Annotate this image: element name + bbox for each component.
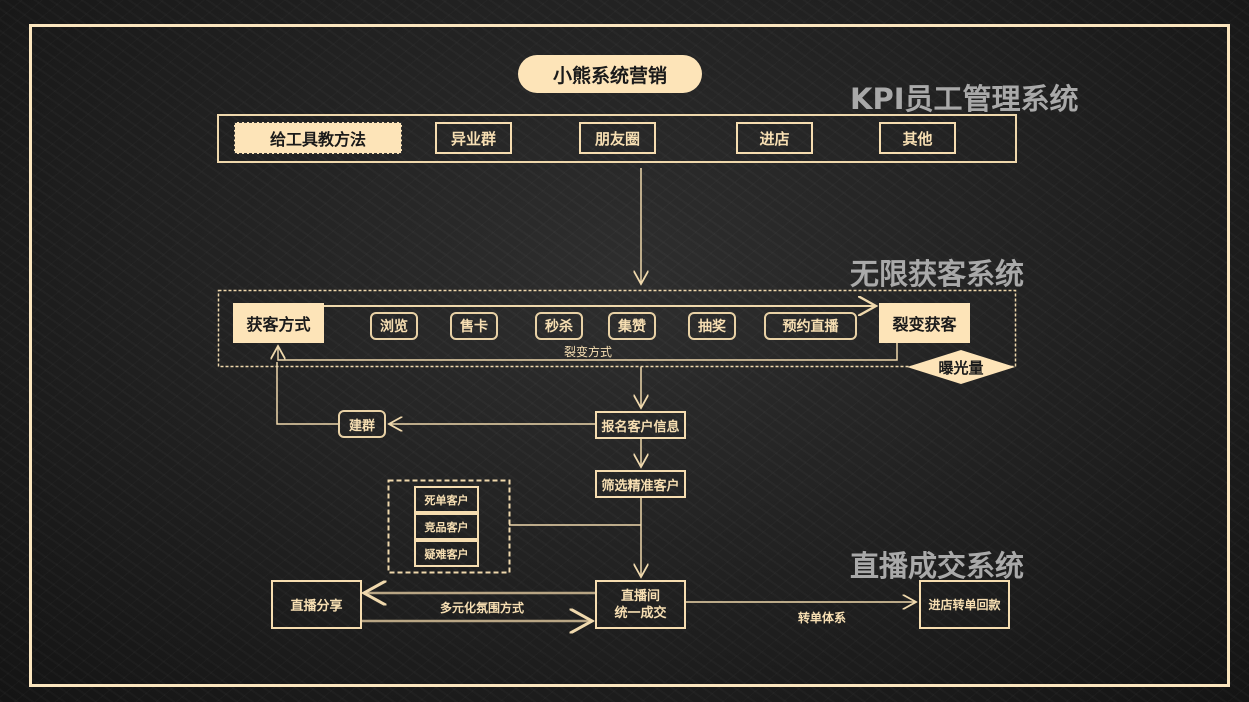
title-pill: 小熊系统营销 — [518, 55, 702, 93]
fission-label: 裂变方式 — [563, 345, 613, 359]
excluded-difficult: 疑难客户 — [414, 540, 479, 567]
tactic-live-booking: 预约直播 — [764, 312, 857, 340]
tactic-likes: 集赞 — [608, 312, 656, 340]
transfer-label: 转单体系 — [797, 611, 847, 625]
live-room-line2: 统一成交 — [614, 605, 667, 621]
live-room-line1: 直播间 — [620, 588, 660, 604]
tactic-flash-sale: 秒杀 — [535, 312, 583, 340]
signup-info: 报名客户信息 — [595, 411, 686, 439]
channel-store: 进店 — [736, 122, 813, 154]
fission-acquire: 裂变获客 — [879, 303, 970, 343]
channel-other: 其他 — [879, 122, 956, 154]
tactic-lottery: 抽奖 — [688, 312, 736, 340]
kpi-system-title: KPI员工管理系统 — [850, 82, 1079, 116]
channel-tools: 给工具教方法 — [234, 122, 402, 154]
atmosphere-label: 多元化氛围方式 — [439, 601, 525, 615]
channel-moments: 朋友圈 — [579, 122, 656, 154]
exposure-diamond — [907, 350, 1015, 384]
build-group: 建群 — [338, 410, 386, 438]
excluded-dead: 死单客户 — [414, 486, 479, 513]
live-room-deal: 直播间 统一成交 — [595, 580, 686, 629]
store-payment: 进店转单回款 — [919, 580, 1010, 629]
tactic-browse: 浏览 — [370, 312, 418, 340]
exposure-label: 曝光量 — [938, 358, 984, 377]
live-system-title: 直播成交系统 — [850, 549, 1025, 583]
frame — [29, 24, 1230, 687]
acquire-box — [217, 289, 1017, 368]
live-share: 直播分享 — [271, 580, 362, 629]
excluded-competitor: 竞品客户 — [414, 513, 479, 540]
channel-partner-group: 异业群 — [435, 122, 512, 154]
channel-box — [217, 114, 1017, 163]
tactic-card: 售卡 — [450, 312, 498, 340]
acquire-method: 获客方式 — [233, 303, 324, 343]
filter-customers: 筛选精准客户 — [595, 470, 686, 498]
acquire-system-title: 无限获客系统 — [850, 257, 1025, 291]
